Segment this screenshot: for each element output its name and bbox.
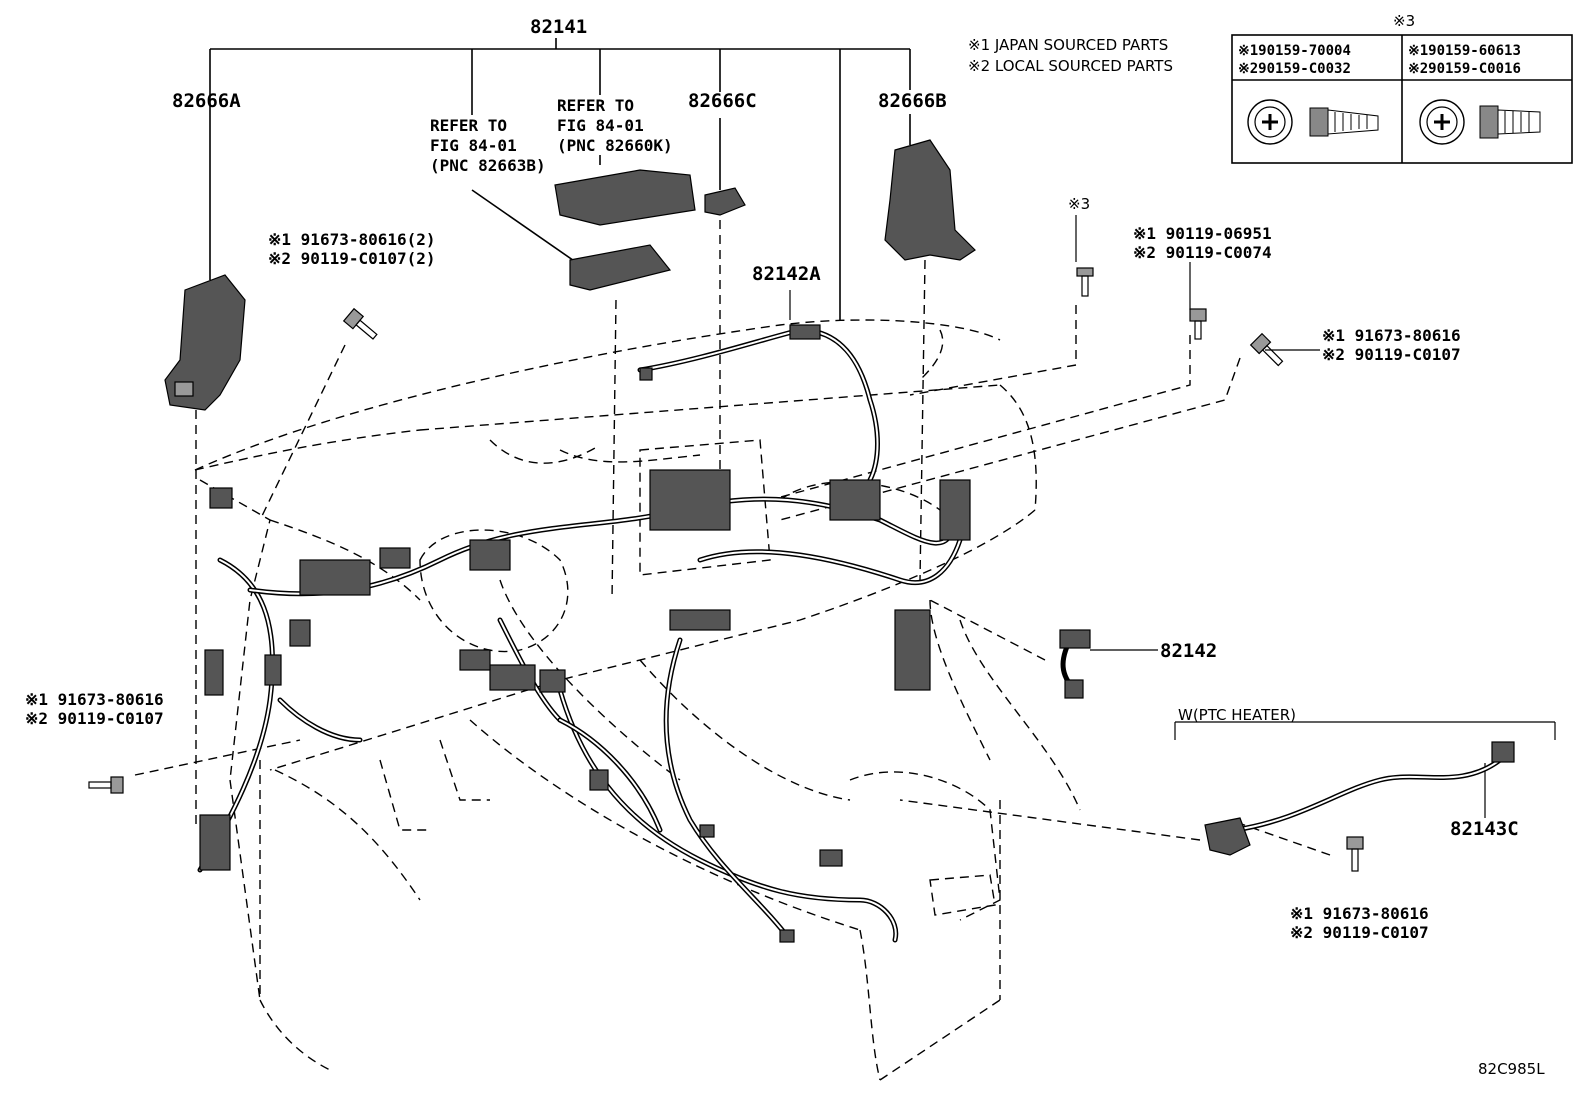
box-col2-a: ※190159-60613 <box>1408 43 1521 59</box>
clip-82666c <box>704 187 746 216</box>
main-harness-wires <box>197 327 963 943</box>
legend-japan: ※1 JAPAN SOURCED PARTS <box>968 36 1169 54</box>
refer-line: FIG 84-01 <box>430 136 517 155</box>
bracket-82666a <box>164 274 246 411</box>
legend-local: ※2 LOCAL SOURCED PARTS <box>968 57 1173 75</box>
label-82143c: 82143C <box>1450 818 1519 840</box>
fastener-table <box>1231 34 1573 164</box>
screw-center-mark: ※3 <box>1068 195 1091 213</box>
figure-code: 82C985L <box>1478 1060 1545 1078</box>
harness-82143c <box>1174 721 1556 856</box>
bolt-icon <box>88 267 1364 872</box>
bolt-right-1b: ※2 90119-C0074 <box>1133 243 1272 262</box>
dashboard-outline <box>194 319 1081 1081</box>
refer-line: (PNC 82660K) <box>557 136 673 155</box>
refer-note-82660k: REFER TO FIG 84-01 (PNC 82660K) <box>557 96 673 156</box>
box-col1-b: ※290159-C0032 <box>1238 61 1351 77</box>
bolt-left-top-1: ※1 91673-80616(2) <box>268 230 436 249</box>
label-82142: 82142 <box>1160 640 1218 662</box>
refer-line: (PNC 82663B) <box>430 156 546 175</box>
screw-icon <box>1247 99 1379 145</box>
bolt-left-mid-2: ※2 90119-C0107 <box>25 709 164 728</box>
refer-line: FIG 84-01 <box>557 116 644 135</box>
label-82142a: 82142A <box>752 263 821 285</box>
relay-block-82663b <box>569 244 672 291</box>
part-leader-lines <box>134 215 1486 856</box>
harness-connectors <box>199 324 971 943</box>
bolt-right-2b: ※2 90119-C0107 <box>1322 345 1461 364</box>
bolt-bottom-1: ※1 91673-80616 <box>1290 904 1429 923</box>
refer-line: REFER TO <box>557 96 635 115</box>
harness-82142 <box>1059 629 1091 699</box>
label-82666c: 82666C <box>688 90 757 112</box>
refer-line: REFER TO <box>430 116 508 135</box>
bolt-right-1a: ※1 90119-06951 <box>1133 224 1272 243</box>
bolt-bottom-2: ※2 90119-C0107 <box>1290 923 1429 942</box>
box-col1-a: ※190159-70004 <box>1238 43 1351 59</box>
leader-82141 <box>209 38 911 320</box>
bolt-left-top-2: ※2 90119-C0107(2) <box>268 249 436 268</box>
bracket-82666b <box>884 139 976 261</box>
screw-icon <box>1419 99 1541 145</box>
label-82666a: 82666A <box>172 90 241 112</box>
refer-note-82663b: REFER TO FIG 84-01 (PNC 82663B) <box>430 116 546 176</box>
fastener-table-title: ※3 <box>1393 12 1416 30</box>
relay-block-82660k <box>554 169 696 226</box>
label-82666b: 82666B <box>878 90 947 112</box>
bolt-left-mid-1: ※1 91673-80616 <box>25 690 164 709</box>
bolt-right-2a: ※1 91673-80616 <box>1322 326 1461 345</box>
box-col2-b: ※290159-C0016 <box>1408 61 1521 77</box>
ptc-heater-label: W(PTC HEATER) <box>1178 706 1297 724</box>
label-82141: 82141 <box>530 16 588 38</box>
